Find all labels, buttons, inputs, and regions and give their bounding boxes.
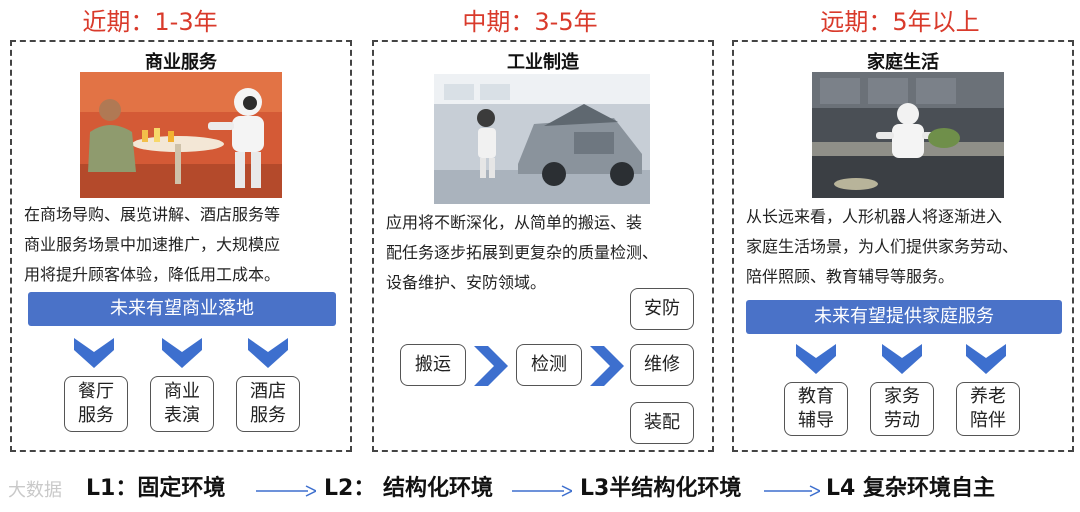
stage-l2: L2： 结构化环境 [324, 472, 493, 506]
phase-title-far: 远期：5年以上 [800, 2, 1000, 34]
box-education: 教育 辅导 [784, 382, 848, 436]
chevron-right-icon [590, 346, 624, 386]
box-elderly-care: 养老 陪伴 [956, 382, 1020, 436]
panel-household: 家庭生活 从长远来看，人形机器人将逐渐进入 家庭生活场景，为人们提供家务劳动、 … [732, 40, 1074, 452]
arrow-right-icon [256, 484, 316, 498]
box-security: 安防 [630, 288, 694, 330]
stage-l4: L4 复杂环境自主 [826, 472, 995, 506]
box-commercial-show: 商业 表演 [150, 376, 214, 432]
household-description: 从长远来看，人形机器人将逐渐进入 家庭生活场景，为人们提供家务劳动、 陪伴照顾、… [746, 202, 1068, 292]
panel-industrial: 工业制造 应用将不断深化，从简单的搬运、装 配任务逐步拓展到更复杂的质量检测、 … [372, 40, 714, 452]
chevron-right-icon [474, 346, 508, 386]
chevron-down-icon [74, 338, 114, 368]
stage-l1: L1：固定环境 [86, 472, 225, 506]
commercial-description: 在商场导购、展览讲解、酒店服务等 商业服务场景中加速推广，大规模应 用将提升顾客… [24, 200, 346, 290]
household-banner: 未来有望提供家庭服务 [746, 300, 1062, 334]
box-housework: 家务 劳动 [870, 382, 934, 436]
phase-title-near: 近期：1-3年 [60, 2, 240, 34]
chevron-down-icon [796, 344, 836, 374]
arrow-right-icon [764, 484, 820, 498]
phase-title-mid: 中期：3-5年 [440, 2, 620, 34]
household-life-photo [812, 72, 1004, 198]
chevron-down-icon [162, 338, 202, 368]
box-handling: 搬运 [400, 344, 466, 386]
panel-title-commercial: 商业服务 [12, 48, 350, 74]
commercial-banner: 未来有望商业落地 [28, 292, 336, 326]
panel-commercial: 商业服务 在商场导购、展览讲解、酒店服务等 商业服务场景 [10, 40, 352, 452]
chevron-down-icon [966, 344, 1006, 374]
box-inspection: 检测 [516, 344, 582, 386]
industrial-description: 应用将不断深化，从简单的搬运、装 配任务逐步拓展到更复杂的质量检测、 设备维护、… [386, 208, 708, 298]
chevron-down-icon [248, 338, 288, 368]
industrial-manufacturing-photo [434, 74, 650, 204]
chevron-down-icon [882, 344, 922, 374]
panel-title-household: 家庭生活 [734, 48, 1072, 74]
panel-title-industrial: 工业制造 [374, 48, 712, 74]
box-restaurant-service: 餐厅 服务 [64, 376, 128, 432]
commercial-service-photo [80, 72, 282, 198]
box-hotel-service: 酒店 服务 [236, 376, 300, 432]
stage-l3: L3半结构化环境 [580, 472, 741, 506]
watermark-logo: 大数据 [8, 476, 62, 502]
box-maintenance: 维修 [630, 344, 694, 386]
arrow-right-icon [512, 484, 572, 498]
box-assembly: 装配 [630, 402, 694, 444]
